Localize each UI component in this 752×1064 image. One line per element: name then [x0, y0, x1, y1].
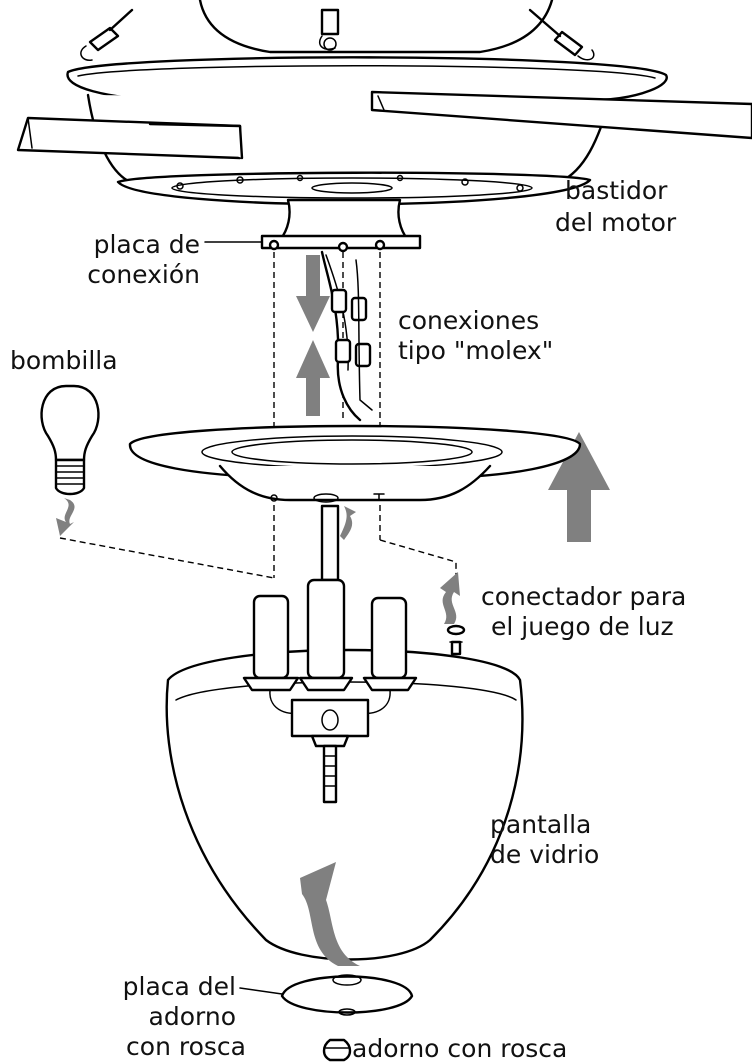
hanging-hook-left [80, 8, 134, 61]
molex-label-line1: conexiones [398, 306, 540, 335]
finial-plate [239, 974, 414, 1016]
motor-housing [16, 0, 752, 206]
finial-plate-label-line1: placa del [122, 972, 236, 1001]
glass-shade [165, 648, 524, 961]
motor-housing-label-line1: bastidor [565, 176, 668, 205]
light-kit-connector-label-line1: conectador para [481, 582, 687, 611]
alignment-lines-lower [59, 505, 457, 579]
fan-blade-right [370, 90, 752, 140]
glass-shade-label-line2: de vidrio [490, 840, 600, 869]
light-kit-connector-screw [446, 624, 466, 656]
fan-blade-left [16, 116, 244, 160]
up-arrow-small [296, 340, 330, 416]
finial-plate-label-line2: adorno [148, 1002, 236, 1031]
switch-plate [204, 198, 422, 253]
switch-plate-label-line2: conexión [87, 260, 200, 289]
light-kit-connector-label-line2: el juego de luz [491, 612, 674, 641]
down-arrow [296, 255, 330, 332]
connector-arrow [440, 572, 460, 624]
bulb-install-arrow [56, 498, 75, 536]
light-bulb [40, 384, 100, 496]
motor-housing-label-line2: del motor [555, 208, 677, 237]
fitter-arrow [340, 506, 356, 540]
shade-install-arrow [300, 862, 360, 966]
finial-plate-label-line3: con rosca [126, 1032, 246, 1061]
light-fitter [242, 578, 418, 804]
molex-label-line2: tipo "molex" [398, 336, 554, 365]
hanging-hook-center [318, 8, 340, 51]
finial [322, 1038, 352, 1062]
molex-connectors [320, 250, 373, 422]
glass-shade-label-line1: pantalla [490, 810, 592, 839]
finial-label: adorno con rosca [352, 1034, 568, 1063]
hanging-hook-right [528, 8, 595, 61]
bulb-label: bombilla [10, 346, 118, 375]
switch-plate-label-line1: placa de [93, 230, 200, 259]
canopy [128, 424, 582, 503]
up-arrow-large [548, 432, 610, 542]
downrod [320, 504, 340, 582]
